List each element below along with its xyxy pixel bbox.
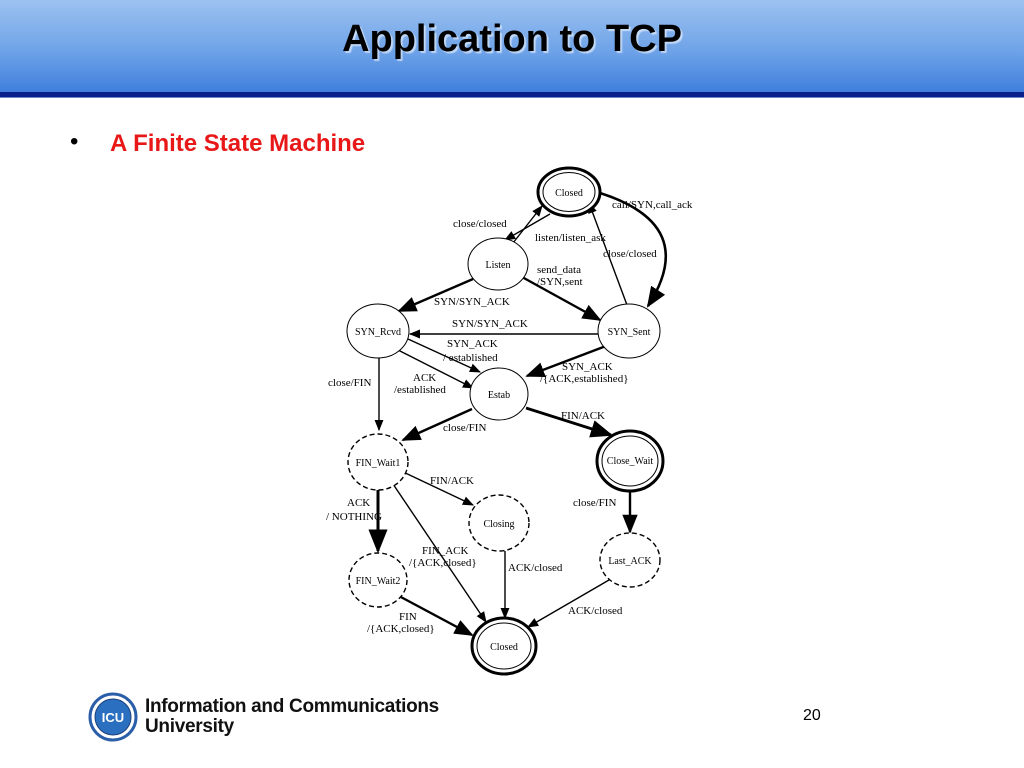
label-close-closed-2: close/closed [603,248,657,260]
state-label-estab: Estab [488,390,510,401]
label-ack-nothing-2: / NOTHING [326,511,382,523]
university-name-line1: Information and Communications [145,696,439,717]
edge-syn-sent-to-estab [525,344,607,378]
edge-syn-sent-to-closed [588,201,628,306]
state-label-fin-wait2: FIN_Wait2 [356,576,401,587]
state-last-ack [599,532,661,588]
edge-estab-to-fin-wait1 [401,407,473,442]
label-fin-closed-2: /{ACK,closed} [367,623,435,635]
edge-syn-rcvd-to-estab-2 [397,349,474,389]
label-ack-closed-2: ACK/closed [568,605,623,617]
label-syn-syn-ack-2: SYN/SYN_ACK [452,318,528,330]
edge-closed-to-syn-sent [599,191,668,308]
page-number: 20 [803,707,821,724]
label-call-syn: call/SYN,call_ack [612,199,693,211]
label-send-data-2: /SYN,sent [537,276,583,288]
transition-arrows [368,191,668,637]
bullet-icon: • [70,128,79,155]
label-fin-ack-closed-2: /{ACK,closed} [409,557,477,569]
edge-listen-to-closed [512,205,543,244]
label-ack-est-1: ACK [413,372,436,384]
label-ack-closed-1: ACK/closed [508,562,563,574]
bullet-text: A Finite State Machine [110,130,366,157]
label-syn-ack-est-1: SYN_ACK [447,338,498,350]
edge-listen-to-syn-rcvd [397,277,474,313]
state-label-last-ack: Last_ACK [608,556,652,567]
logo-text: ICU [102,710,124,725]
label-ack-nothing-1: ACK [347,497,370,509]
title-underline [0,92,1024,97]
label-syn-ack-ack-1: SYN_ACK [562,361,613,373]
state-close-wait-inner [601,435,659,487]
state-fin-wait1 [347,433,409,491]
edge-estab-to-close-wait [525,406,614,438]
state-label-closed-top: Closed [555,188,583,199]
state-syn-sent [597,303,661,359]
edge-fin-wait1-to-closing [398,469,475,506]
state-label-listen: Listen [486,260,511,271]
label-send-data-1: send_data [537,264,581,276]
state-estab [469,367,529,421]
state-label-close-wait: Close_Wait [607,456,654,467]
state-closed-top-inner [542,172,596,212]
label-fin-ack-1: FIN/ACK [561,410,605,422]
state-label-syn-rcvd: SYN_Rcvd [355,327,401,338]
edge-fin-wait1-to-closed [392,483,487,623]
edge-fin-wait2-to-closed [398,594,474,637]
title-bar [0,0,1024,92]
label-fin-ack-closed-1: FIN_ACK [422,545,469,557]
state-closing [468,494,530,552]
edge-last-ack-to-closed [527,579,610,628]
university-name: Information and Communications Universit… [145,697,439,737]
label-syn-ack-est-2: / established [443,352,498,364]
label-fin-ack-2: FIN/ACK [430,475,474,487]
label-close-fin-3: close/FIN [573,497,616,509]
label-listen-listen-ask: listen/listen_ask [535,232,606,244]
state-label-closing: Closing [483,519,514,530]
edge-listen-to-syn-sent [521,275,602,322]
university-logo: ICU [88,692,138,742]
label-close-fin-2: close/FIN [443,422,486,434]
edge-closed-to-listen [504,213,551,241]
title-underline-thin [0,97,1024,98]
label-ack-est-2: /established [394,384,446,396]
state-listen [467,237,529,291]
label-syn-syn-ack-1: SYN/SYN_ACK [434,296,510,308]
label-syn-ack-ack-2: /{ACK,established} [540,373,628,385]
state-closed-bottom-inner [476,622,532,670]
label-fin-closed-1: FIN [399,611,417,623]
slide-title: Application to TCP [342,18,682,60]
label-close-closed-1: close/closed [453,218,507,230]
state-label-closed-bottom: Closed [490,642,518,653]
state-fin-wait2 [348,552,408,608]
state-syn-rcvd [346,303,410,359]
state-label-syn-sent: SYN_Sent [608,327,651,338]
university-name-line2: University [145,716,234,737]
label-close-fin-1: close/FIN [328,377,371,389]
edge-syn-rcvd-to-estab-1 [407,338,482,373]
state-label-fin-wait1: FIN_Wait1 [356,458,401,469]
